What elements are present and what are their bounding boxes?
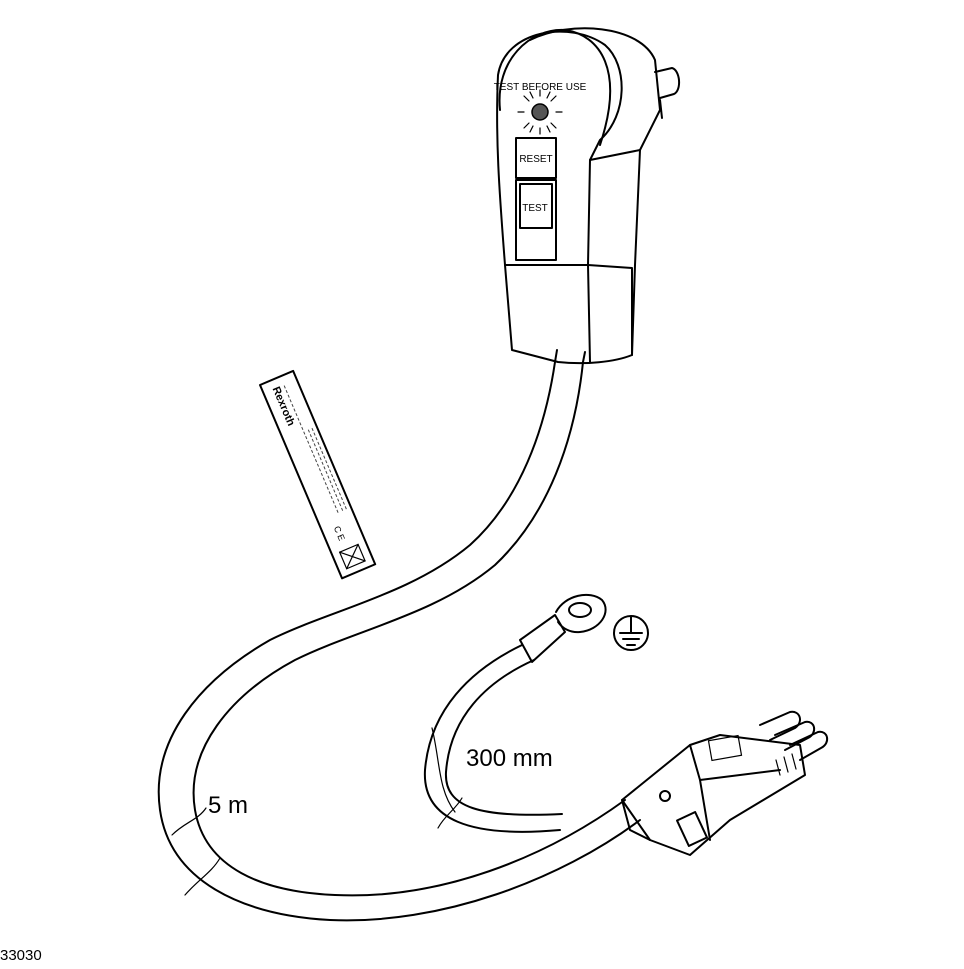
main-cable [157, 361, 641, 922]
test-before-use-label: TEST BEFORE USE [494, 82, 587, 93]
figure-number: 33030 [0, 947, 42, 964]
ground-lead-length-label: 300 mm [466, 745, 553, 772]
main-cable-length-label: 5 m [208, 792, 248, 819]
rcd-device: TEST BEFORE USE RESET TEST [494, 27, 680, 365]
ring-terminal-crimp [519, 614, 566, 663]
indicator-led [517, 89, 563, 135]
tag-small-print [283, 385, 348, 515]
product-tag: Rexroth C E [259, 369, 377, 580]
weee-bin-icon [338, 543, 366, 570]
svg-text:C E: C E [332, 524, 347, 542]
test-button[interactable]: TEST [515, 179, 557, 261]
ce-mark-icon: C E [332, 524, 347, 542]
reset-button-label: RESET [519, 154, 552, 165]
test-button-label: TEST [522, 203, 548, 214]
ring-terminal [555, 593, 607, 634]
connector-plug [621, 710, 829, 856]
ground-symbol-icon [613, 615, 649, 651]
ring-terminal-hole [568, 602, 592, 618]
ground-lead [423, 593, 607, 833]
reset-button[interactable]: RESET [515, 137, 557, 179]
